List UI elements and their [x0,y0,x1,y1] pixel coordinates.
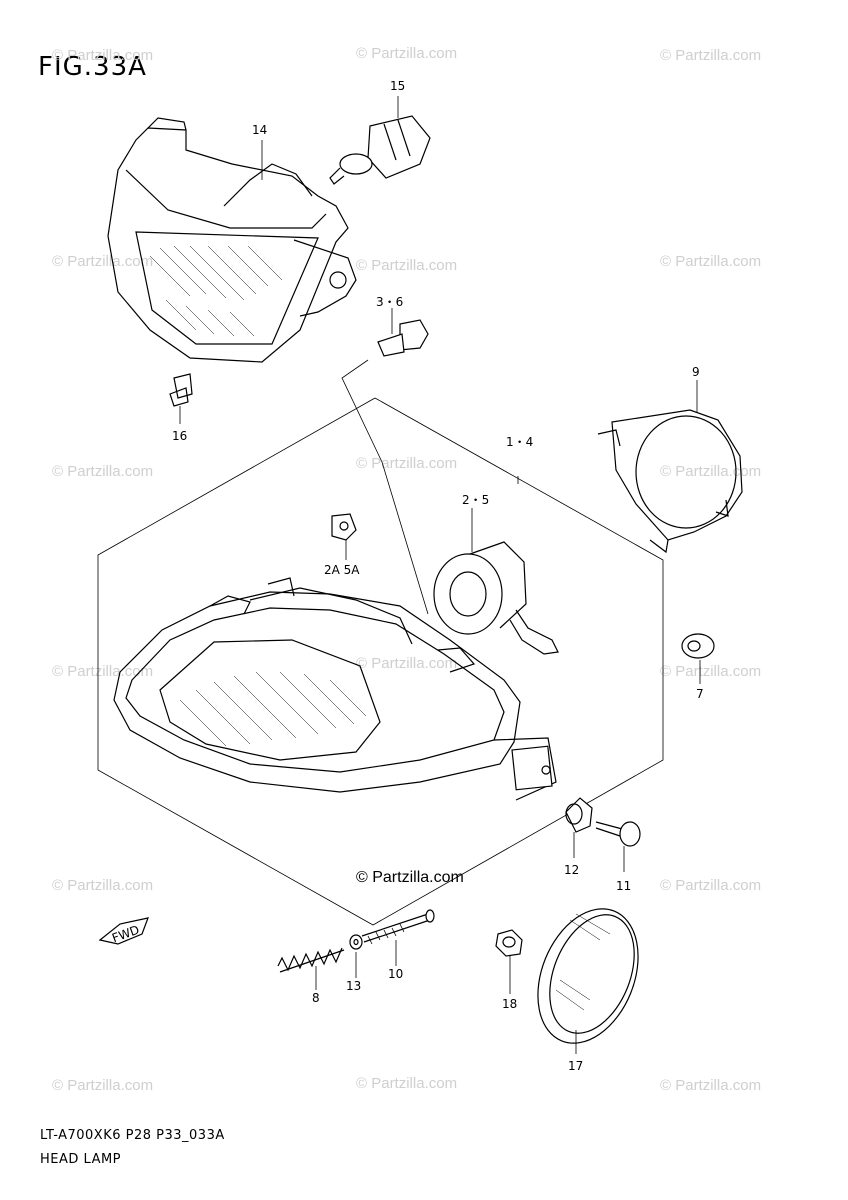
part-15-bulb [329,96,431,185]
watermark: © Partzilla.com [660,663,761,680]
watermark: © Partzilla.com [356,1075,457,1092]
watermark: © Partzilla.com [356,45,457,62]
part-12-collar [565,797,593,858]
watermark-group: © Partzilla.com © Partzilla.com © Partzi… [52,45,761,1094]
callout-8: 8 [312,991,320,1005]
watermark: © Partzilla.com [660,1077,761,1094]
watermark: © Partzilla.com [52,663,153,680]
part-18-nut [495,929,523,994]
fwd-arrow: FWD [98,917,149,946]
watermark: © Partzilla.com [52,877,153,894]
part-8-spring [277,947,345,990]
callout-1-4: 1・4 [506,435,533,449]
part-16-screw [169,373,193,424]
callout-10: 10 [388,967,403,981]
fwd-label: FWD [110,923,141,946]
callout-16: 16 [172,429,187,443]
watermark: © Partzilla.com [660,877,761,894]
callout-2a-5a: 2A 5A [324,563,360,577]
part-2-5-socket [433,508,559,655]
part-9-cover [597,380,743,554]
model-code: LT-A700XK6 P28 P33_033A [40,1128,225,1143]
part-7-grommet [681,633,715,684]
callout-12: 12 [564,863,579,877]
callout-14: 14 [252,123,267,137]
callout-15: 15 [390,79,405,93]
part-17-reflector [537,908,639,1054]
part-11-bolt [595,821,641,872]
callout-11: 11 [616,879,631,893]
callout-13: 13 [346,979,361,993]
figure-title: FIG.33A [38,52,147,82]
callout-labels: 14 15 3・6 16 9 1・4 2・5 2A 5A 7 12 11 8 1… [172,79,704,1073]
part-10-screw [361,909,435,966]
watermark-center: © Partzilla.com [356,869,464,886]
callout-3-6: 3・6 [376,295,403,309]
leader-3-6 [341,359,429,615]
part-2a-5a-clip [331,513,357,560]
callout-17: 17 [568,1059,583,1073]
watermark: © Partzilla.com [660,253,761,270]
part-13-washer [349,934,363,978]
assembly-boundary [97,397,664,926]
watermark: © Partzilla.com [356,455,457,472]
section-name: HEAD LAMP [40,1152,122,1167]
part-1-4-headlamp [113,476,557,801]
callout-2-5: 2・5 [462,493,489,507]
callout-7: 7 [696,687,704,701]
watermark: © Partzilla.com [356,655,457,672]
watermark: © Partzilla.com [660,47,761,64]
watermark: © Partzilla.com [52,253,153,270]
callout-18: 18 [502,997,517,1011]
watermark: © Partzilla.com [52,47,153,64]
watermark: © Partzilla.com [356,257,457,274]
watermark: © Partzilla.com [52,463,153,480]
watermark: © Partzilla.com [660,463,761,480]
callout-9: 9 [692,365,700,379]
watermark: © Partzilla.com [52,1077,153,1094]
part-14-housing [107,117,357,363]
part-3-6-bulb [377,308,429,357]
